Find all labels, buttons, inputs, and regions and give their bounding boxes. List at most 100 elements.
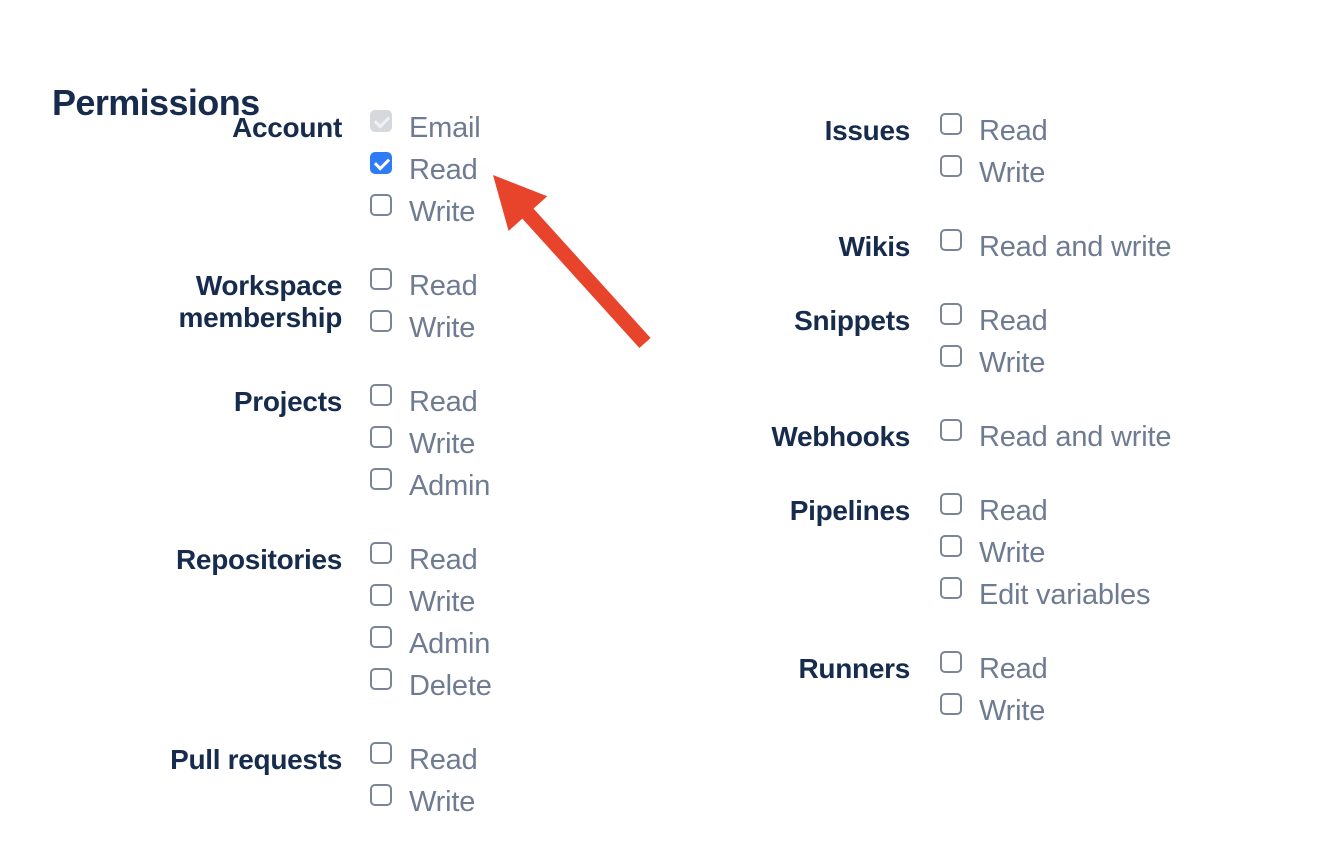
projects-read-label[interactable]: Read xyxy=(409,386,478,418)
account-read-label[interactable]: Read xyxy=(409,154,478,186)
permission-row: Write xyxy=(940,693,1048,735)
permission-row: Read xyxy=(370,384,490,426)
permission-row: Read xyxy=(940,303,1048,345)
permission-group-account: Account Email Read Write xyxy=(0,110,492,236)
permission-group-workspace-membership: Workspace membership Read Write xyxy=(0,268,492,352)
permission-row: Read xyxy=(370,742,478,784)
projects-admin-checkbox[interactable] xyxy=(370,468,392,490)
pipelines-read-label[interactable]: Read xyxy=(979,495,1048,527)
pipelines-write-checkbox[interactable] xyxy=(940,535,962,557)
permission-row: Read xyxy=(370,542,492,584)
webhooks-read-and-write-label[interactable]: Read and write xyxy=(979,421,1172,453)
wikis-read-and-write-label[interactable]: Read and write xyxy=(979,231,1172,263)
repositories-write-label[interactable]: Write xyxy=(409,586,476,618)
workspace-membership-write-checkbox[interactable] xyxy=(370,310,392,332)
runners-write-label[interactable]: Write xyxy=(979,695,1046,727)
group-label-wikis: Wikis xyxy=(838,231,911,262)
permission-group-runners: Runners Read Write xyxy=(690,651,1171,735)
permission-group-issues: Issues Read Write xyxy=(690,113,1171,197)
webhooks-read-and-write-checkbox[interactable] xyxy=(940,419,962,441)
issues-write-checkbox[interactable] xyxy=(940,155,962,177)
permission-group-projects: Projects Read Write Admin xyxy=(0,384,492,510)
permission-row: Read xyxy=(370,152,481,194)
group-label-workspace-membership: Workspace membership xyxy=(178,270,343,333)
group-label-pipelines: Pipelines xyxy=(789,495,911,526)
snippets-read-checkbox[interactable] xyxy=(940,303,962,325)
group-label-snippets: Snippets xyxy=(794,305,910,336)
account-write-checkbox[interactable] xyxy=(370,194,392,216)
repositories-admin-checkbox[interactable] xyxy=(370,626,392,648)
permission-row: Read xyxy=(940,651,1048,693)
snippets-write-label[interactable]: Write xyxy=(979,347,1046,379)
runners-write-checkbox[interactable] xyxy=(940,693,962,715)
account-write-label[interactable]: Write xyxy=(409,196,476,228)
permission-row: Write xyxy=(370,310,478,352)
runners-read-checkbox[interactable] xyxy=(940,651,962,673)
group-label-webhooks: Webhooks xyxy=(771,421,910,452)
permission-group-snippets: Snippets Read Write xyxy=(690,303,1171,387)
runners-read-label[interactable]: Read xyxy=(979,653,1048,685)
workspace-membership-write-label[interactable]: Write xyxy=(409,312,476,344)
pipelines-read-checkbox[interactable] xyxy=(940,493,962,515)
pipelines-edit-variables-checkbox[interactable] xyxy=(940,577,962,599)
snippets-write-checkbox[interactable] xyxy=(940,345,962,367)
pull-requests-read-label[interactable]: Read xyxy=(409,744,478,776)
group-label-repositories: Repositories xyxy=(176,544,342,575)
pull-requests-write-checkbox[interactable] xyxy=(370,784,392,806)
repositories-admin-label[interactable]: Admin xyxy=(409,628,491,660)
group-label-pull-requests: Pull requests xyxy=(170,744,342,775)
issues-read-label[interactable]: Read xyxy=(979,115,1048,147)
permissions-column-left: Account Email Read Write Workspace membe… xyxy=(0,110,492,858)
group-label-issues: Issues xyxy=(824,115,911,146)
permission-row: Read and write xyxy=(940,419,1171,461)
projects-admin-label[interactable]: Admin xyxy=(409,470,491,502)
permission-group-pipelines: Pipelines Read Write Edit variables xyxy=(690,493,1171,619)
red-arrow-annotation-icon xyxy=(493,175,651,348)
snippets-read-label[interactable]: Read xyxy=(979,305,1048,337)
permission-row: Write xyxy=(370,784,478,826)
permission-group-repositories: Repositories Read Write Admin Delete xyxy=(0,542,492,710)
repositories-read-label[interactable]: Read xyxy=(409,544,478,576)
pipelines-edit-variables-label[interactable]: Edit variables xyxy=(979,579,1151,611)
projects-write-label[interactable]: Write xyxy=(409,428,476,460)
permission-group-pull-requests: Pull requests Read Write xyxy=(0,742,492,826)
repositories-write-checkbox[interactable] xyxy=(370,584,392,606)
pull-requests-read-checkbox[interactable] xyxy=(370,742,392,764)
permission-row: Write xyxy=(940,345,1048,387)
group-label-projects: Projects xyxy=(233,386,342,417)
permission-row: Write xyxy=(940,535,1150,577)
pull-requests-write-label[interactable]: Write xyxy=(409,786,476,818)
account-email-label: Email xyxy=(409,112,481,144)
projects-read-checkbox[interactable] xyxy=(370,384,392,406)
issues-write-label[interactable]: Write xyxy=(979,157,1046,189)
repositories-delete-checkbox[interactable] xyxy=(370,668,392,690)
account-email-checkbox xyxy=(370,110,392,132)
permission-row: Edit variables xyxy=(940,577,1150,619)
issues-read-checkbox[interactable] xyxy=(940,113,962,135)
workspace-membership-read-label[interactable]: Read xyxy=(409,270,478,302)
permission-group-wikis: Wikis Read and write xyxy=(690,229,1171,271)
permission-row: Email xyxy=(370,110,481,152)
permission-row: Admin xyxy=(370,626,492,668)
permission-row: Read xyxy=(370,268,478,310)
page-title: Permissions xyxy=(52,82,260,123)
permission-row: Write xyxy=(940,155,1048,197)
group-label-account: Account xyxy=(232,112,342,143)
permission-row: Read xyxy=(940,493,1150,535)
wikis-read-and-write-checkbox[interactable] xyxy=(940,229,962,251)
repositories-read-checkbox[interactable] xyxy=(370,542,392,564)
projects-write-checkbox[interactable] xyxy=(370,426,392,448)
permission-row: Read and write xyxy=(940,229,1171,271)
permission-row: Write xyxy=(370,194,481,236)
account-read-checkbox[interactable] xyxy=(370,152,392,174)
permissions-column-right: Issues Read Write Wikis Read and write S… xyxy=(690,113,1171,767)
repositories-delete-label[interactable]: Delete xyxy=(409,670,492,702)
permission-group-webhooks: Webhooks Read and write xyxy=(690,419,1171,461)
permission-row: Write xyxy=(370,426,490,468)
group-label-runners: Runners xyxy=(798,653,911,684)
permission-row: Read xyxy=(940,113,1048,155)
permission-row: Admin xyxy=(370,468,490,510)
pipelines-write-label[interactable]: Write xyxy=(979,537,1046,569)
permission-row: Delete xyxy=(370,668,492,710)
workspace-membership-read-checkbox[interactable] xyxy=(370,268,392,290)
